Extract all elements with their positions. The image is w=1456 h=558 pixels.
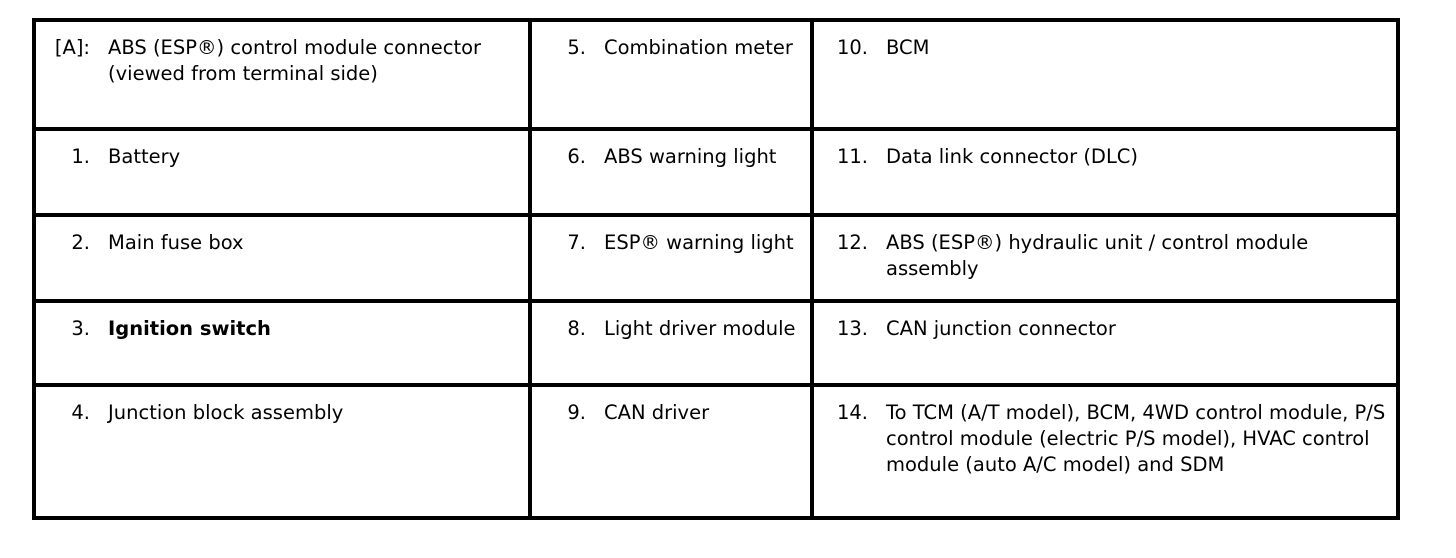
- item-number: 8.: [567, 317, 586, 340]
- table-row: 4. Junction block assembly 9. CAN driver…: [32, 383, 1400, 520]
- item-label: CAN junction connector: [886, 317, 1116, 340]
- legend-cell-c4: 14. To TCM (A/T model), BCM, 4WD control…: [810, 383, 1400, 520]
- item-label: Junction block assembly: [108, 401, 344, 424]
- item-label: Data link connector (DLC): [886, 145, 1139, 168]
- item-label: ESP® warning light: [604, 231, 794, 254]
- item-number: 6.: [567, 145, 586, 168]
- legend-table-body: [A]: ABS (ESP®) control module connector…: [32, 18, 1400, 520]
- item-label: Ignition switch: [108, 317, 271, 340]
- item-number: 3.: [71, 317, 90, 340]
- legend-cell-a2: 2. Main fuse box: [32, 213, 532, 303]
- item-number: 5.: [567, 36, 586, 59]
- item-label: To TCM (A/T model), BCM, 4WD control mod…: [886, 401, 1386, 476]
- item-number: 1.: [71, 145, 90, 168]
- legend-cell-b2: 7. ESP® warning light: [528, 213, 814, 303]
- legend-cell-c1: 11. Data link connector (DLC): [810, 127, 1400, 217]
- item-number: 13.: [836, 317, 868, 340]
- item-number: [A]:: [54, 36, 90, 59]
- table-row: 3. Ignition switch 8. Light driver modul…: [32, 299, 1400, 387]
- item-number: 11.: [836, 145, 868, 168]
- parts-legend-table: [A]: ABS (ESP®) control module connector…: [32, 18, 1400, 520]
- item-number: 4.: [71, 401, 90, 424]
- item-number: 9.: [567, 401, 586, 424]
- item-number: 7.: [567, 231, 586, 254]
- legend-cell-c2: 12. ABS (ESP®) hydraulic unit / control …: [810, 213, 1400, 303]
- legend-cell-b4: 9. CAN driver: [528, 383, 814, 520]
- item-label: BCM: [886, 36, 930, 59]
- item-label: ABS warning light: [604, 145, 777, 168]
- legend-cell-c0: 10. BCM: [810, 18, 1400, 131]
- item-label: Light driver module: [604, 317, 796, 340]
- item-number: 14.: [836, 401, 868, 424]
- legend-cell-b3: 8. Light driver module: [528, 299, 814, 387]
- table-row: 2. Main fuse box 7. ESP® warning light 1…: [32, 213, 1400, 303]
- table-row: [A]: ABS (ESP®) control module connector…: [32, 18, 1400, 131]
- item-label: ABS (ESP®) control module connector (vie…: [108, 36, 482, 85]
- legend-cell-c3: 13. CAN junction connector: [810, 299, 1400, 387]
- item-label: ABS (ESP®) hydraulic unit / control modu…: [886, 231, 1309, 280]
- table-row: 1. Battery 6. ABS warning light 11. Data…: [32, 127, 1400, 217]
- item-label: Combination meter: [604, 36, 793, 59]
- legend-cell-b0: 5. Combination meter: [528, 18, 814, 131]
- legend-cell-a0: [A]: ABS (ESP®) control module connector…: [32, 18, 532, 131]
- item-label: Battery: [108, 145, 181, 168]
- legend-cell-a4: 4. Junction block assembly: [32, 383, 532, 520]
- item-label: Main fuse box: [108, 231, 244, 254]
- item-number: 2.: [71, 231, 90, 254]
- item-number: 12.: [836, 231, 868, 254]
- legend-cell-a3: 3. Ignition switch: [32, 299, 532, 387]
- item-number: 10.: [836, 36, 868, 59]
- item-label: CAN driver: [604, 401, 710, 424]
- legend-cell-a1: 1. Battery: [32, 127, 532, 217]
- legend-cell-b1: 6. ABS warning light: [528, 127, 814, 217]
